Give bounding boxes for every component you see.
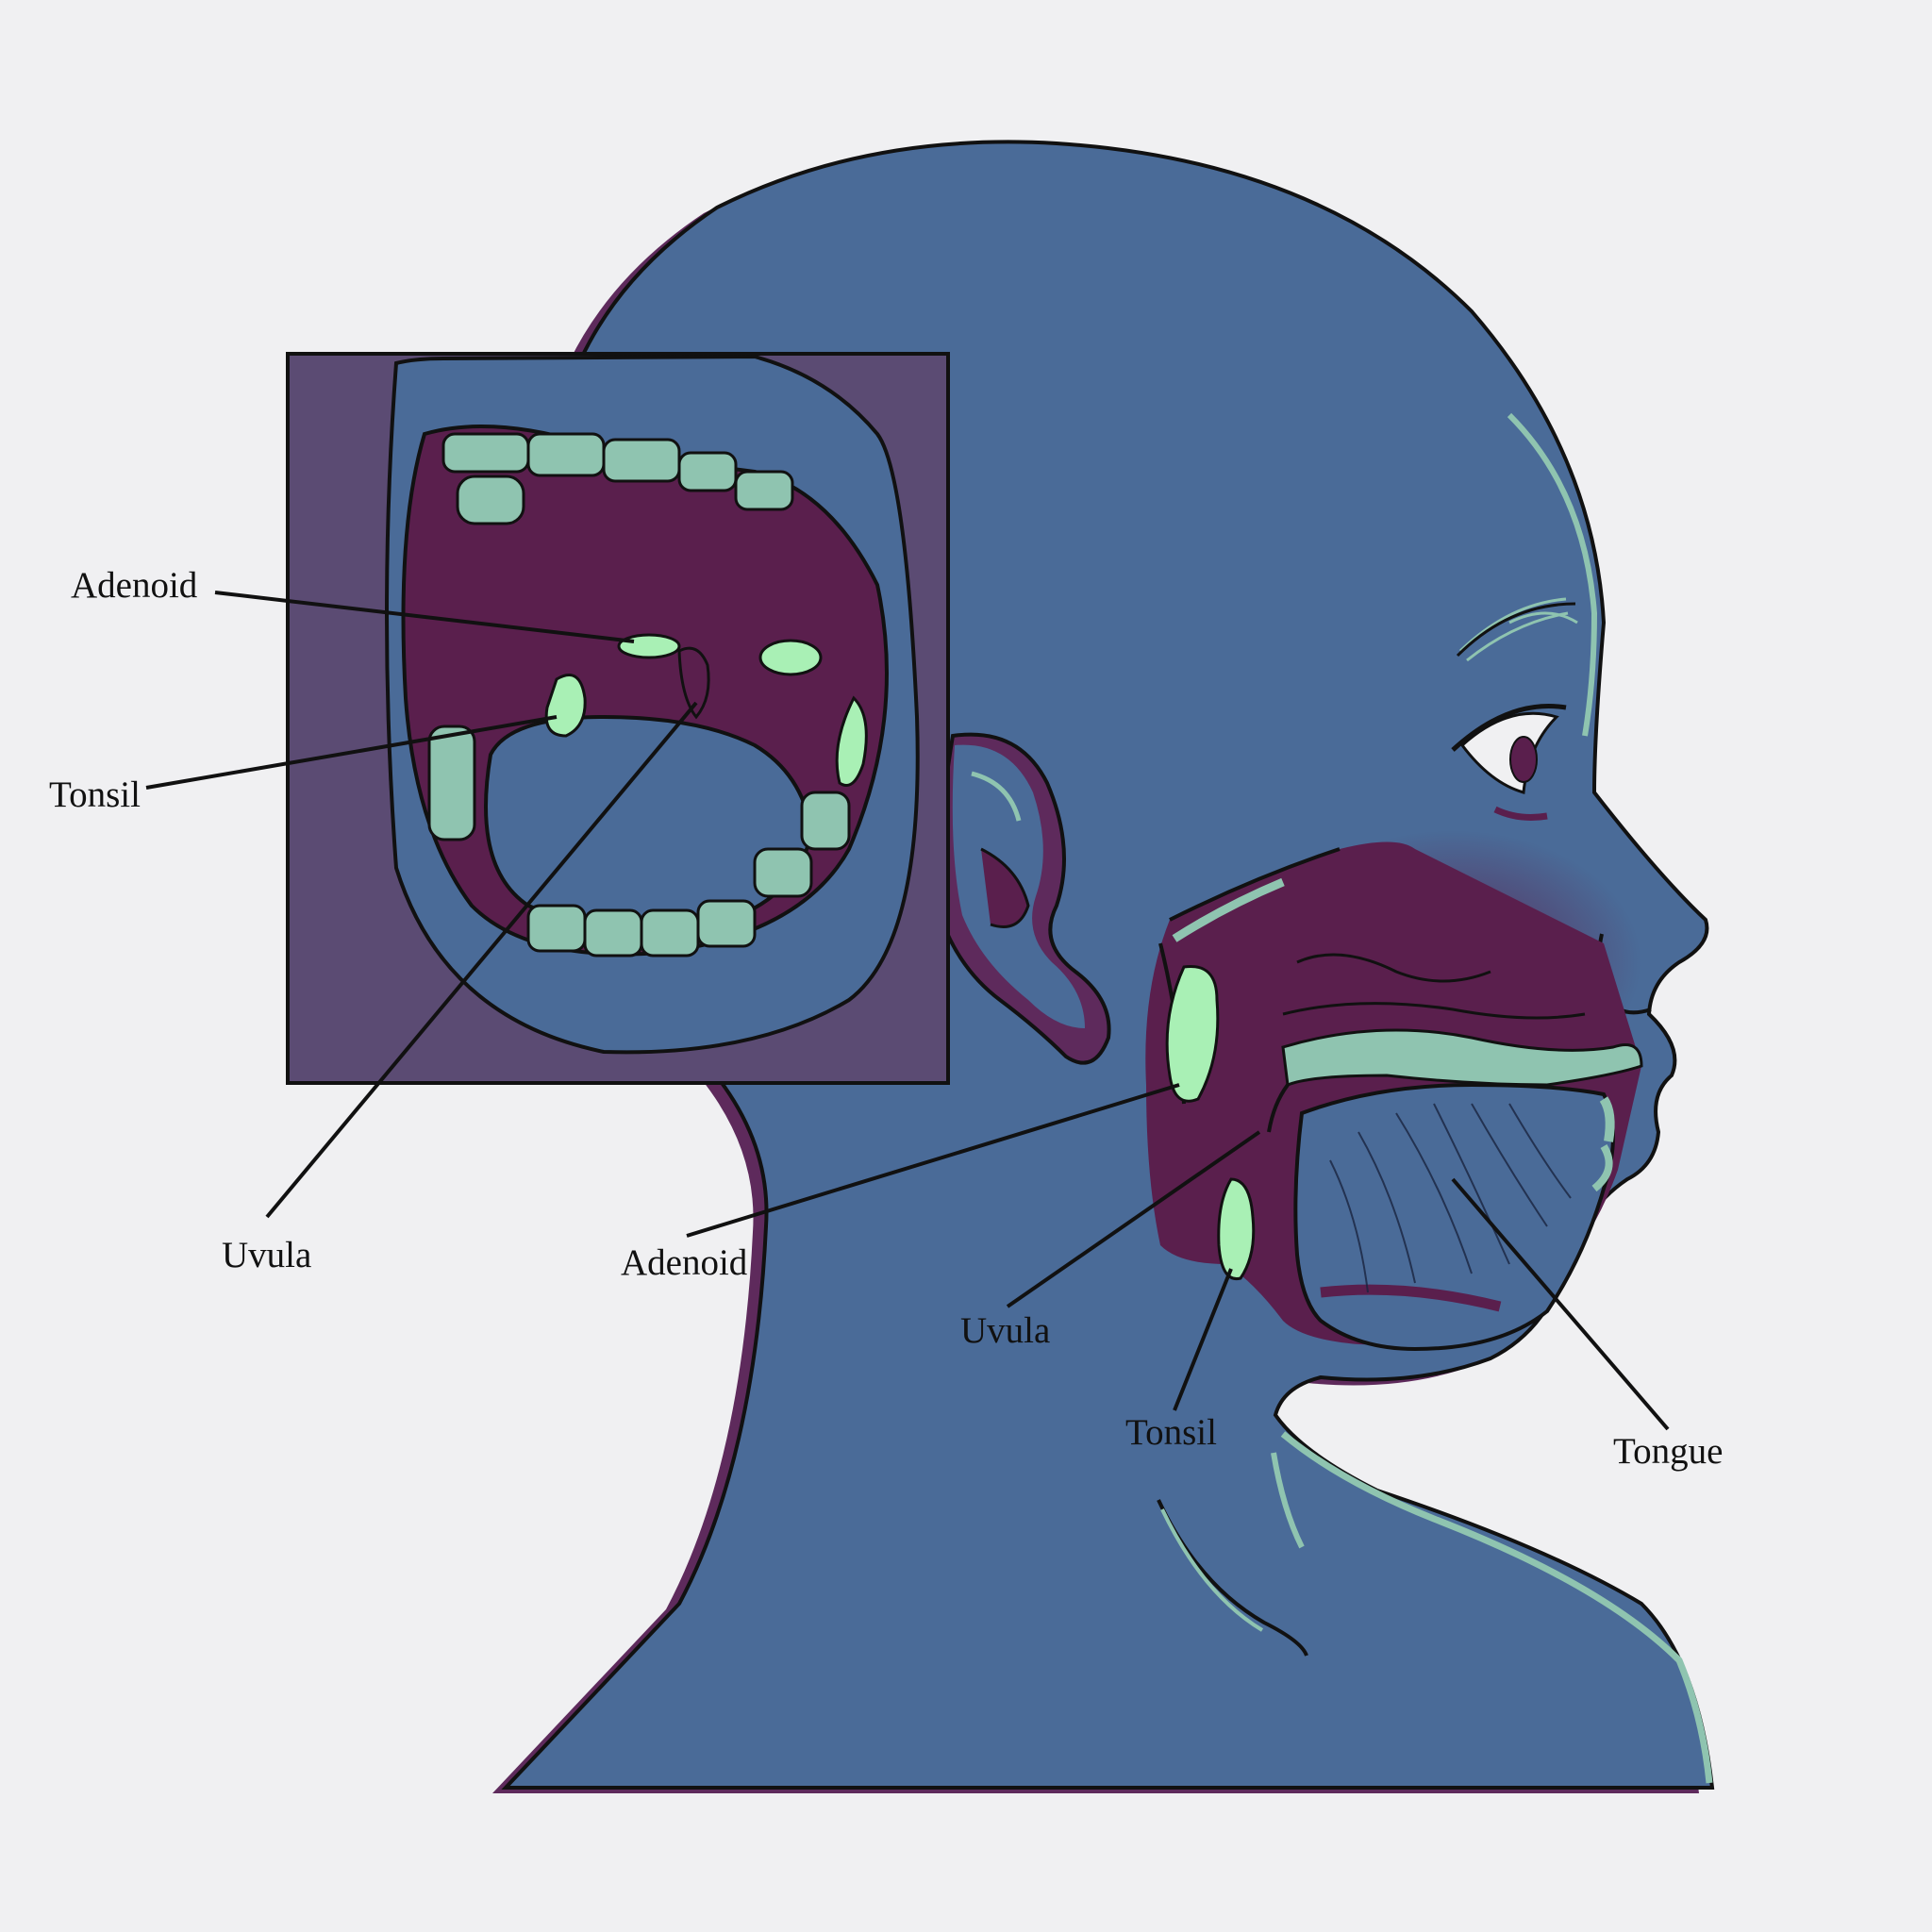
label-side-tongue: Tongue — [1613, 1431, 1723, 1472]
side-adenoid-gland — [1165, 964, 1220, 1103]
leader-inset-tonsil — [145, 715, 558, 790]
label-side-tonsil: Tonsil — [1125, 1412, 1217, 1453]
leader-inset-adenoid — [214, 591, 635, 643]
ear — [938, 732, 1111, 1065]
label-inset-tonsil: Tonsil — [49, 774, 141, 815]
leader-inset-uvula — [265, 701, 698, 1219]
tongue-striations — [1329, 1103, 1572, 1293]
leader-side-tonsil — [1173, 1268, 1233, 1411]
chest-rim-light — [1280, 1431, 1713, 1784]
label-inset-adenoid: Adenoid — [71, 565, 198, 606]
label-inset-uvula: Uvula — [222, 1235, 311, 1275]
label-side-uvula: Uvula — [960, 1310, 1050, 1351]
inset-adenoid-gland-right — [758, 639, 823, 676]
eyebrow-outline — [1456, 602, 1576, 658]
side-tonsil-gland — [1217, 1177, 1256, 1281]
lower-teeth — [427, 724, 851, 958]
inset-tonsil-gland — [544, 674, 587, 738]
eye — [1451, 703, 1567, 821]
leader-side-uvula — [1006, 1130, 1261, 1308]
inset-uvula-shape — [677, 646, 710, 720]
clavicle-rim — [1160, 1508, 1264, 1632]
inset-tonsil-gland-right — [835, 695, 868, 787]
leader-side-adenoid — [686, 1083, 1180, 1238]
eyebrow — [1458, 597, 1578, 662]
neck-rim-light — [1271, 1452, 1305, 1549]
inset-adenoid-gland — [617, 633, 681, 659]
leader-side-tongue — [1451, 1177, 1670, 1431]
oral-cavity-section — [1145, 841, 1643, 1352]
back-rim-light — [1507, 412, 1598, 737]
upper-teeth — [441, 432, 794, 525]
label-side-adenoid: Adenoid — [621, 1242, 748, 1283]
leader-lines — [145, 591, 1670, 1431]
